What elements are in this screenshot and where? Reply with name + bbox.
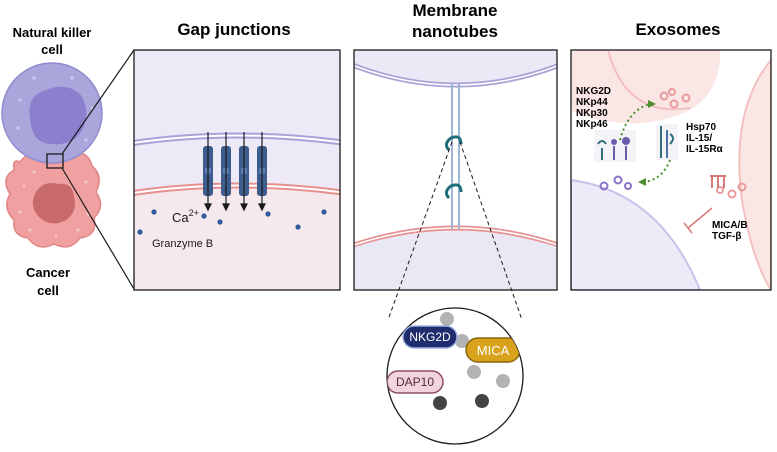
- ion-flow-arrows: [204, 132, 266, 212]
- molecule-spheres: [433, 312, 510, 410]
- granzyme-b-label: Granzyme B: [152, 238, 213, 250]
- exosome-vesicles: [599, 88, 747, 199]
- receptor-glyphs: [594, 124, 726, 188]
- dap10-badge: DAP10: [387, 370, 444, 394]
- exosomes-title: Exosomes: [635, 20, 720, 39]
- calcium-label: Ca: [172, 210, 189, 225]
- panel-exosomes: Exosomes: [570, 20, 772, 291]
- suppressor-labels: MICA/B TGF-β: [712, 220, 748, 242]
- calcium-superscript: 2+: [189, 208, 199, 218]
- cancer-cell-label-line1: Cancer: [26, 265, 70, 280]
- ligand-label-hsp70: Hsp70: [686, 122, 716, 133]
- panel-membrane-nanotubes: Membrane nanotubes: [353, 1, 558, 321]
- nk-nucleus: [29, 86, 87, 145]
- granzyme-granules: [137, 209, 327, 235]
- suppressor-label-tgfb: TGF-β: [712, 231, 741, 242]
- cancer-cell: [5, 148, 102, 248]
- cancer-nucleus: [32, 183, 75, 224]
- gap-junctions-title: Gap junctions: [177, 20, 290, 39]
- nanotube: [444, 84, 463, 229]
- nanotubes-title-line1: Membrane: [412, 1, 497, 20]
- nk-cell-label-line2: cell: [41, 42, 63, 57]
- receptor-label-nkp46: NKp46: [576, 119, 608, 130]
- receptor-labels: NKG2D NKp44 NKp30 NKp46: [576, 86, 611, 130]
- ligand-label-il15ra: IL-15Rα: [686, 144, 724, 155]
- zoom-box: [46, 153, 64, 169]
- nkg2d-badge: NKG2D: [402, 325, 458, 349]
- zoom-detail-circle: NKG2D MICA DAP10: [386, 307, 524, 445]
- panel-gap-junctions: Gap junctions: [133, 20, 341, 291]
- cells-illustration: Natural killer cell: [1, 25, 135, 298]
- exosome-transfer-arrow-up: [619, 103, 651, 141]
- svg-text:Ca2+: Ca2+: [172, 208, 199, 225]
- ligand-labels: Hsp70 IL-15/ IL-15Rα: [686, 122, 724, 155]
- nanotubes-title-line2: nanotubes: [412, 22, 498, 41]
- suppressor-label-micab: MICA/B: [712, 220, 748, 231]
- nk-cell: [1, 62, 103, 164]
- receptor-label-nkp44: NKp44: [576, 97, 608, 108]
- cancer-cell-label-line2: cell: [37, 283, 59, 298]
- mica-badge: MICA: [465, 337, 521, 363]
- dap10-badge-label: DAP10: [396, 375, 434, 389]
- mica-badge-label: MICA: [477, 343, 510, 358]
- ligand-label-il15: IL-15/: [686, 133, 712, 144]
- receptor-label-nkg2d: NKG2D: [576, 86, 611, 97]
- receptor-label-nkp30: NKp30: [576, 108, 608, 119]
- nk-cell-label-line1: Natural killer: [13, 25, 92, 40]
- nkg2d-badge-label: NKG2D: [409, 330, 451, 344]
